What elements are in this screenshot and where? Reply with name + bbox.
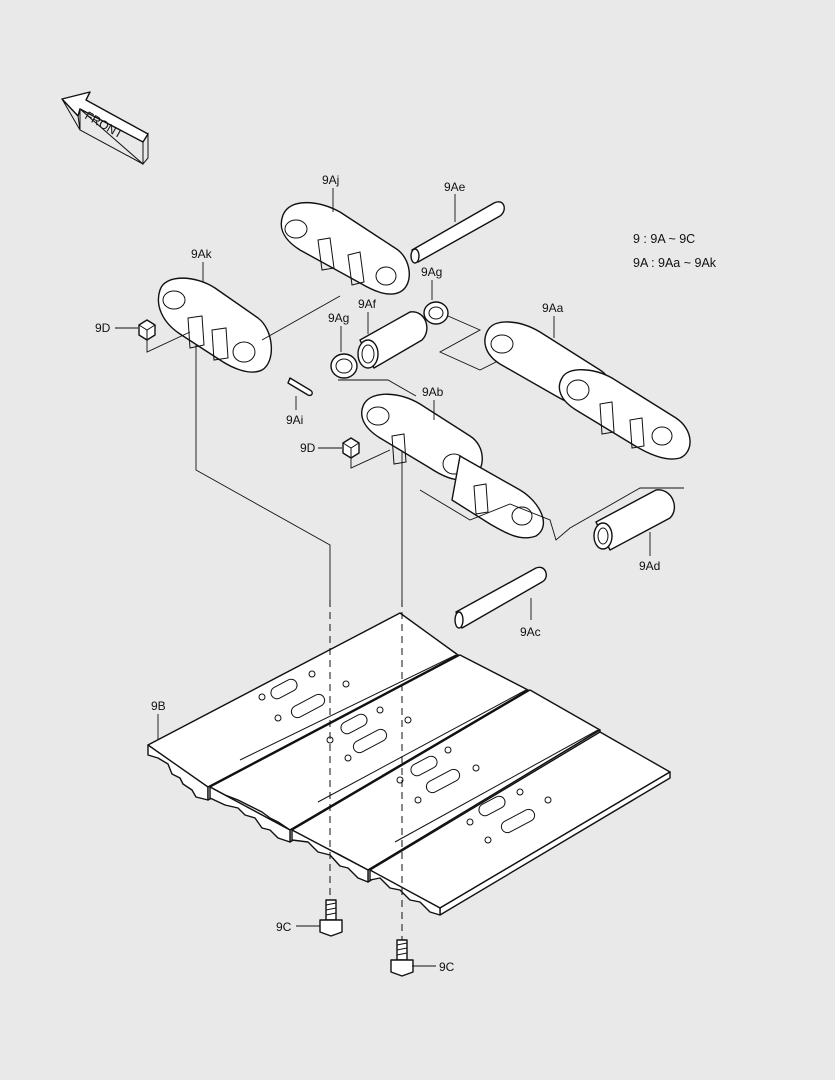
pin-9ai <box>287 377 313 397</box>
callout-9ac: 9Ac <box>520 625 541 639</box>
callout-9aa: 9Aa <box>542 301 564 315</box>
link-9ak <box>157 277 273 373</box>
callout-9ai: 9Ai <box>286 413 303 427</box>
legend-line-2: 9A : 9Aa ~ 9Ak <box>633 256 717 270</box>
callout-9c-right: 9C <box>439 960 455 974</box>
track-shoe-assembly <box>147 612 671 916</box>
seal-9ag-top <box>423 301 449 325</box>
callout-9ag-left: 9Ag <box>328 311 349 325</box>
callout-9d-mid: 9D <box>300 441 316 455</box>
nut-9d-left <box>138 319 191 353</box>
legend-line-1: 9 : 9A ~ 9C <box>633 232 696 246</box>
callout-9ab: 9Ab <box>422 385 444 399</box>
link-9aa <box>484 321 691 460</box>
link-9ab <box>361 393 545 539</box>
callout-9b: 9B <box>151 699 166 713</box>
seal-9ag-left <box>330 353 358 379</box>
callout-9af: 9Af <box>358 297 377 311</box>
pin-9ae <box>410 201 505 264</box>
callout-9ak: 9Ak <box>191 247 213 261</box>
front-arrow-icon: FRONT <box>61 91 149 166</box>
callout-9ae: 9Ae <box>444 180 466 194</box>
bolt-9c-left <box>319 899 343 937</box>
callout-9d-left: 9D <box>95 321 111 335</box>
bushing-9ad <box>593 489 675 551</box>
callout-9c-left: 9C <box>276 920 292 934</box>
bolt-9c-right <box>390 939 414 977</box>
callout-9ag-top: 9Ag <box>421 265 442 279</box>
link-9aj <box>280 202 410 295</box>
callout-9aj: 9Aj <box>322 173 339 187</box>
nut-9d-mid <box>342 437 391 469</box>
pin-9ac <box>454 566 547 629</box>
bushing-9af <box>357 311 428 369</box>
callout-9ad: 9Ad <box>639 559 660 573</box>
